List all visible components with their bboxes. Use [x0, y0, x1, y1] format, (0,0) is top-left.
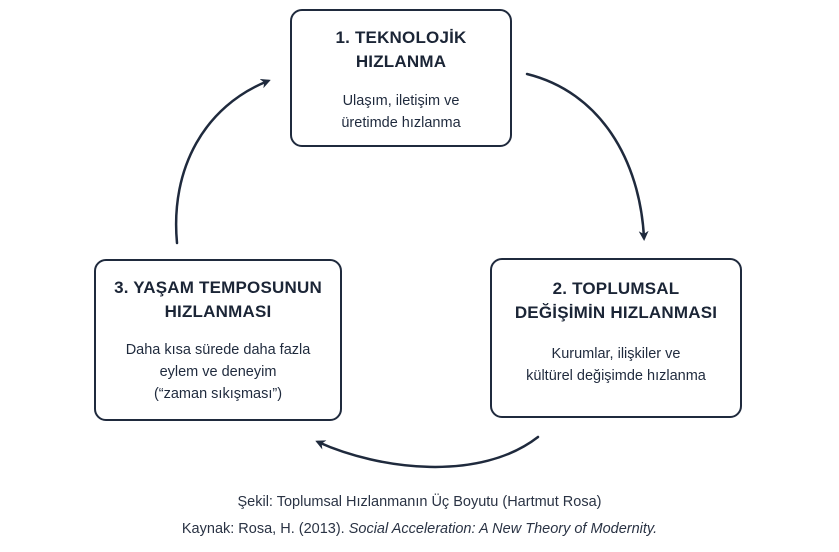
box-1-title-line-2: HIZLANMA [355, 52, 447, 71]
box-3-desc-line-2: eylem ve deneyim [159, 364, 277, 380]
box-3-title-line-1: 3. YAŞAM TEMPOSUNUN [114, 278, 322, 297]
source-title: Social Acceleration: A New Theory of Mod… [348, 521, 658, 537]
box-1-desc-line-2: üretimde hızlanma [341, 115, 461, 131]
box-1-description: Ulaşım, iletişim ve üretimde hızlanma [292, 90, 510, 134]
box-1-desc-line-1: Ulaşım, iletişim ve [342, 93, 460, 109]
box-3-title: 3. YAŞAM TEMPOSUNUN HIZLANMASI [96, 276, 340, 324]
box-3-description: Daha kısa sürede daha fazla eylem ve den… [96, 339, 340, 405]
box-3-desc-line-1: Daha kısa sürede daha fazla [125, 342, 311, 358]
arrow-2-to-3 [315, 435, 540, 469]
box-3-desc-line-3: (“zaman sıkışması”) [153, 386, 283, 402]
box-technological-acceleration: 1. TEKNOLOJİK HIZLANMA Ulaşım, iletişim … [290, 9, 512, 147]
box-2-description: Kurumlar, ilişkiler ve kültürel değişimd… [492, 343, 740, 387]
box-2-title: 2. TOPLUMSAL DEĞİŞİMİN HIZLANMASI [492, 277, 740, 325]
box-1-title-line-1: 1. TEKNOLOJİK [335, 28, 467, 47]
arrow-1-to-2 [525, 72, 649, 241]
box-social-change-acceleration: 2. TOPLUMSAL DEĞİŞİMİN HIZLANMASI Kuruml… [490, 258, 742, 418]
box-pace-of-life-acceleration: 3. YAŞAM TEMPOSUNUN HIZLANMASI Daha kısa… [94, 259, 342, 421]
box-1-title: 1. TEKNOLOJİK HIZLANMA [292, 26, 510, 74]
box-3-title-line-2: HIZLANMASI [164, 302, 272, 321]
box-2-desc-line-1: Kurumlar, ilişkiler ve [551, 346, 681, 362]
figure-caption: Şekil: Toplumsal Hızlanmanın Üç Boyutu (… [237, 494, 602, 510]
source-prefix: Kaynak: Rosa, H. (2013). [181, 521, 349, 537]
box-2-title-line-2: DEĞİŞİMİN HIZLANMASI [514, 303, 718, 322]
box-2-desc-line-2: kültürel değişimde hızlanma [526, 368, 706, 384]
box-2-title-line-1: 2. TOPLUMSAL [552, 279, 680, 298]
arrow-3-to-1 [174, 78, 271, 245]
source-caption: Kaynak: Rosa, H. (2013). Social Accelera… [0, 521, 839, 537]
